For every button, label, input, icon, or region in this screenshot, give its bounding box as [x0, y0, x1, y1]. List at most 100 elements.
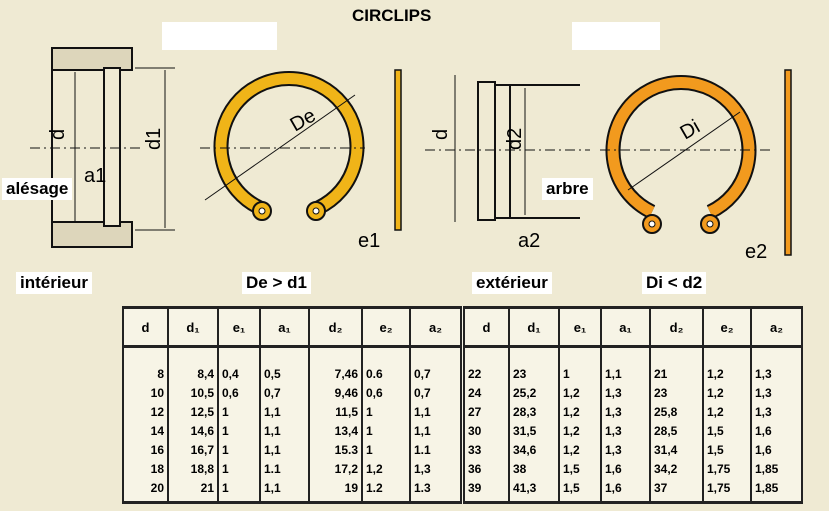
table-cell: 14,6 [167, 421, 219, 440]
table-cell: 1,3 [750, 346, 803, 383]
table-cell: 15.3 [308, 440, 363, 459]
dim-a1-label: a1 [84, 165, 106, 187]
dim-d2-label: d2 [504, 128, 526, 150]
table-cell: 1,3 [600, 402, 651, 421]
table-cell: 8,4 [167, 346, 219, 383]
table-cell: 9,46 [308, 383, 363, 402]
table-cell: 41,3 [508, 478, 560, 504]
table-cell: 21 [167, 478, 219, 504]
table-cell: 1.1 [409, 440, 464, 459]
column-header: a₁ [600, 306, 651, 348]
table-cell: 20 [122, 478, 169, 504]
table-cell: 1 [558, 346, 602, 383]
table-cell: 12,5 [167, 402, 219, 421]
table-cell: 16,7 [167, 440, 219, 459]
shaft-drawing [425, 75, 590, 222]
table-cell: 13,4 [308, 421, 363, 440]
exterior-rule-label: Di < d2 [642, 272, 707, 294]
table-cell: 1 [217, 402, 261, 421]
table-cell: 1,3 [750, 402, 803, 421]
blank-box [162, 22, 277, 50]
table-cell: 1,2 [558, 402, 602, 421]
table-cell: 1,85 [750, 459, 803, 478]
table-cell: 1,2 [361, 459, 411, 478]
table-cell: 1 [217, 440, 261, 459]
table-cell: 19 [308, 478, 363, 504]
table-cell: 1,2 [702, 402, 752, 421]
shaft-label: arbre [542, 178, 593, 200]
table-cell: 34,2 [649, 459, 704, 478]
table-cell: 1,2 [558, 383, 602, 402]
table-cell: 0,6 [361, 383, 411, 402]
table-cell: 34,6 [508, 440, 560, 459]
interior-circlip [200, 69, 402, 231]
table-cell: 1,1 [600, 346, 651, 383]
table-cell: 7,46 [308, 346, 363, 383]
column-header: d₁ [167, 306, 219, 348]
table-cell: 1 [361, 421, 411, 440]
table-cell: 1.3 [409, 478, 464, 504]
dim-a2-label: a2 [518, 230, 540, 252]
table-cell: 1 [217, 421, 261, 440]
table-cell: 8 [122, 346, 169, 383]
table-cell: 1,6 [600, 459, 651, 478]
table-cell: 30 [460, 421, 510, 440]
table-cell: 1,1 [409, 402, 464, 421]
table-cell: 25,8 [649, 402, 704, 421]
table-cell: 1,2 [558, 421, 602, 440]
table-cell: 1 [217, 459, 261, 478]
exterior-circlip [600, 69, 792, 256]
table-cell: 31,5 [508, 421, 560, 440]
column-header: d [460, 306, 510, 348]
dim-e1-label: e1 [358, 230, 380, 252]
table-cell: 1,2 [702, 346, 752, 383]
table-cell: 28,3 [508, 402, 560, 421]
column-header: a₂ [750, 306, 803, 348]
table-cell: 1,3 [409, 459, 464, 478]
table-cell: 17,2 [308, 459, 363, 478]
table-cell: 0,6 [217, 383, 261, 402]
table-cell: 0.6 [361, 346, 411, 383]
table-cell: 1,5 [702, 421, 752, 440]
table-cell: 10,5 [167, 383, 219, 402]
interior-label: intérieur [16, 272, 93, 294]
table-cell: 1,85 [750, 478, 803, 504]
table-cell: 1,3 [750, 383, 803, 402]
table-cell: 0,7 [409, 346, 464, 383]
table-cell: 21 [649, 346, 704, 383]
table-cell: 0,7 [259, 383, 310, 402]
table-cell: 11,5 [308, 402, 363, 421]
column-header: e₁ [217, 306, 261, 348]
table-cell: 24 [460, 383, 510, 402]
table-cell: 1,5 [558, 459, 602, 478]
table-cell: 18,8 [167, 459, 219, 478]
table-cell: 31,4 [649, 440, 704, 459]
table-cell: 1,2 [702, 383, 752, 402]
table-cell: 1,3 [600, 421, 651, 440]
column-header: a₂ [409, 306, 464, 348]
table-cell: 1,5 [702, 440, 752, 459]
table-cell: 1 [361, 440, 411, 459]
table-cell: 1.2 [361, 478, 411, 504]
interior-rule-label: De > d1 [242, 272, 311, 294]
table-cell: 27 [460, 402, 510, 421]
table-cell: 1,3 [600, 440, 651, 459]
table-cell: 0,4 [217, 346, 261, 383]
table-cell: 1,6 [750, 440, 803, 459]
table-cell: 23 [508, 346, 560, 383]
column-header: d₁ [508, 306, 560, 348]
table-cell: 10 [122, 383, 169, 402]
table-cell: 1,6 [750, 421, 803, 440]
column-header: e₁ [558, 306, 602, 348]
table-cell: 0,7 [409, 383, 464, 402]
table-cell: 1,75 [702, 459, 752, 478]
table-cell: 1,1 [259, 421, 310, 440]
table-cell: 25,2 [508, 383, 560, 402]
table-cell: 1.1 [259, 459, 310, 478]
